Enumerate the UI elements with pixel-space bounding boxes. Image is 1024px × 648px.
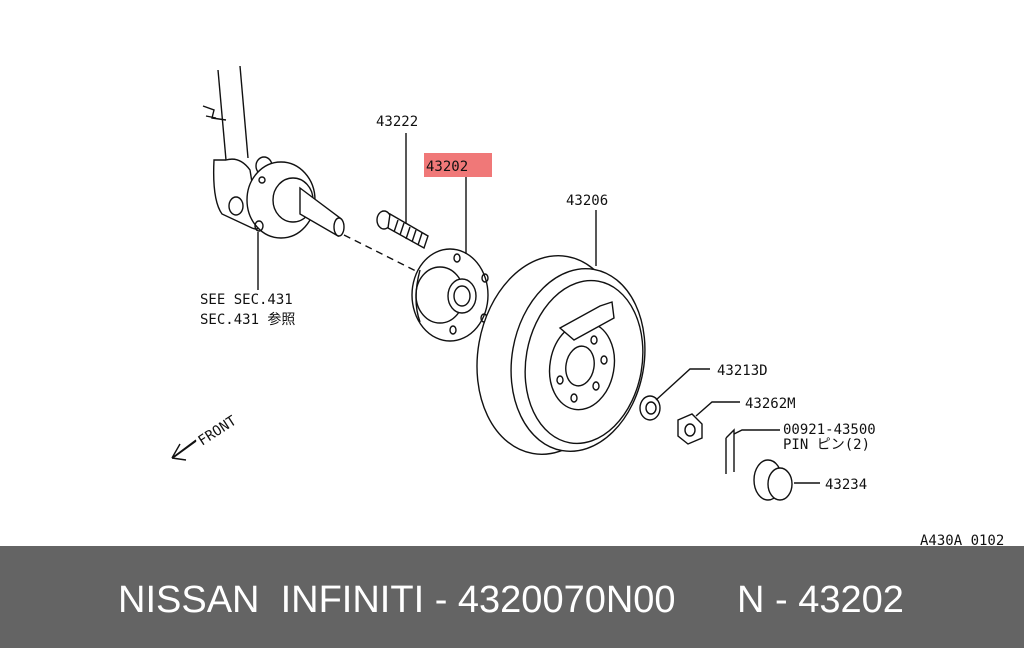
- center-axis: [343, 234, 419, 273]
- label-see-sec: SEE SEC.431: [200, 292, 293, 308]
- knuckle-illustration: [202, 65, 345, 239]
- part-number-banner: NISSAN INFINITI - 4320070N00 N - 43202: [0, 546, 1024, 648]
- label-43213d: 43213D: [717, 363, 768, 379]
- label-43222: 43222: [376, 114, 418, 130]
- reference-number-text: N - 43202: [737, 579, 904, 621]
- label-sec-reference: SEC.431 参照: [200, 311, 295, 328]
- washer-illustration: [639, 395, 661, 421]
- label-pin-number: 00921-43500: [783, 422, 876, 438]
- hub-bolt-illustration: [376, 210, 429, 250]
- front-arrow-icon: [171, 439, 197, 461]
- part-number-text: NISSAN INFINITI - 4320070N00: [118, 579, 676, 621]
- label-43262m: 43262M: [745, 396, 796, 412]
- label-diagram-code: A430A 0102: [920, 533, 1004, 546]
- parts-diagram: 43222 43202 43206 43213D 43262M 00921-43…: [171, 65, 1004, 546]
- label-front: FRONT: [195, 413, 240, 450]
- pin-illustration: [725, 428, 735, 474]
- cap-illustration: [753, 459, 793, 501]
- label-pin-name: PIN ピン(2): [783, 437, 870, 453]
- hub-illustration: [411, 248, 489, 342]
- label-43234: 43234: [825, 477, 867, 493]
- label-43206: 43206: [566, 193, 608, 209]
- drum-illustration: [476, 255, 646, 455]
- highlight-43202: [424, 153, 492, 177]
- label-43202: 43202: [426, 159, 468, 175]
- leader-lines: [257, 133, 820, 484]
- nut-illustration: [677, 413, 703, 445]
